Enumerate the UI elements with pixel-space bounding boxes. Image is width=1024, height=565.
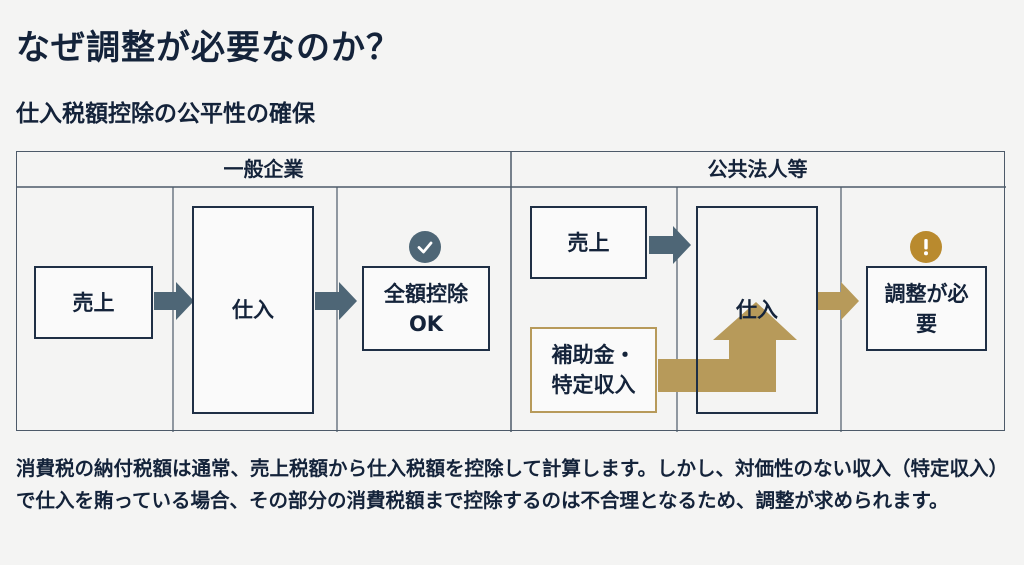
sales-box: 売上 [34,266,153,339]
subsidy-box: 補助金・ 特定収入 [530,327,657,413]
ok-label: OK [408,311,444,336]
adjustment-required-box: 調整が必 要 [866,266,987,351]
sales-label-public: 売上 [567,230,610,255]
specific-income-label: 特定収入 [551,373,636,397]
adjustment-label: 調整が必 [884,281,969,306]
check-icon [409,231,441,263]
arrow-purchase-to-result [315,282,357,320]
section-header-general: 一般企業 [223,157,304,181]
purchase-box-public: 仕入 [696,206,818,414]
diagram-lines [17,152,1006,432]
page-subtitle: 仕入税額控除の公平性の確保 [16,101,315,127]
full-deduction-box: 全額控除 OK [362,266,490,351]
arrow-subsidy-to-purchase [658,302,797,392]
page-title: なぜ調整が必要なのか？ [16,28,401,68]
sales-box-public: 売上 [530,206,647,279]
subsidy-label: 補助金・ [551,343,636,367]
section-header-public: 公共法人等 [707,157,808,181]
arrow-sales-to-purchase [154,282,194,320]
arrow-sales-to-purchase-right [649,226,691,264]
arrow-purchase-to-adjustment [817,282,859,320]
adjustment-label-2: 要 [916,311,937,336]
explanation-text: 消費税の納付税額は通常、売上税額から仕入税額を控除して計算します。しかし、対価性… [16,457,1008,512]
purchase-label-public: 仕入 [736,298,778,322]
sales-label: 売上 [72,290,115,315]
comparison-diagram [16,151,1006,432]
full-deduction-label: 全額控除 [384,281,468,306]
exclamation-icon [910,231,942,263]
purchase-box: 仕入 [192,206,314,414]
purchase-label: 仕入 [232,298,274,322]
